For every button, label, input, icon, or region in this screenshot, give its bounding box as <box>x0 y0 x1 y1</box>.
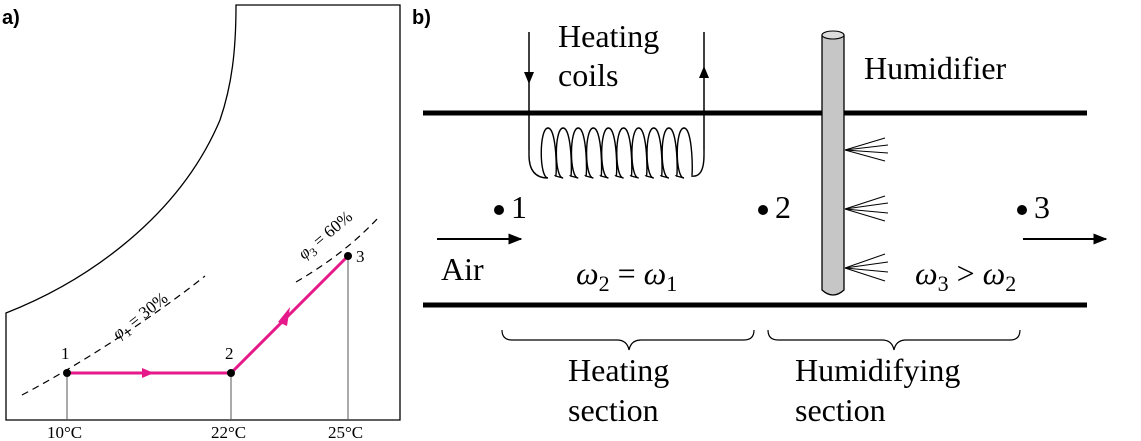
temp-label-10: 10°C <box>47 423 82 441</box>
spray-middle <box>844 195 889 222</box>
omega-op-heating: = <box>610 255 644 291</box>
state-label-1: 1 <box>61 344 70 363</box>
station-label-3: 3 <box>1034 189 1050 225</box>
temp-label-22: 22°C <box>211 423 246 441</box>
coil-outlet-arrow <box>699 66 709 78</box>
station-dot-2 <box>758 205 768 215</box>
state-label-2: 2 <box>225 344 234 363</box>
rh-value-30: = 30% <box>121 288 172 333</box>
state-point-3 <box>344 252 352 260</box>
panel-a: a) 1 2 3 10°C 22°C 25°C φ1 = 30% φ3 = 60… <box>2 4 401 441</box>
humidifying-section-line2: section <box>795 392 886 428</box>
station-dot-1 <box>494 205 504 215</box>
coil-inlet-arrow <box>524 72 534 84</box>
station-label-1: 1 <box>511 189 527 225</box>
rh-label-30: φ1 = 30% <box>109 288 173 345</box>
omega-a-sub-humid: 3 <box>938 271 949 296</box>
omega-relation-heating: ω2 = ω1 <box>576 255 677 296</box>
omega-a-sub-heating: 2 <box>599 271 610 296</box>
station-label-2: 2 <box>775 189 791 225</box>
omega-b-sub-humid: 2 <box>1005 271 1016 296</box>
heating-coil <box>528 127 705 179</box>
heating-section-brace <box>501 329 755 351</box>
omega-a-humid: ω <box>915 255 938 291</box>
coil-loops <box>528 127 705 179</box>
panel-b: b) Heating coils Humidifier 1 <box>412 7 1108 428</box>
omega-b-humid: ω <box>983 255 1006 291</box>
humidifier-pipe-top <box>821 30 845 40</box>
omega-b-sub-heating: 1 <box>666 271 677 296</box>
air-label: Air <box>441 251 484 287</box>
omega-op-humid: > <box>949 255 983 291</box>
humidifying-section-line1: Humidifying <box>795 352 960 388</box>
humidifier-label: Humidifier <box>864 50 1007 86</box>
omega-a-heating: ω <box>576 255 599 291</box>
heating-coils-line1: Heating <box>558 18 659 54</box>
process-arrow-1-2 <box>142 368 154 378</box>
panel-b-letter: b) <box>412 7 431 29</box>
heating-section-line2: section <box>568 392 659 428</box>
state-point-1 <box>63 369 71 377</box>
panel-a-letter: a) <box>2 7 20 29</box>
humidifying-section-brace <box>767 329 1021 351</box>
chart-outline <box>5 4 401 421</box>
heating-coils-line2: coils <box>558 57 618 93</box>
humidifier-pipe <box>821 30 845 296</box>
state-point-2 <box>227 369 235 377</box>
spray-bottom <box>844 253 889 282</box>
spray-top <box>844 137 889 162</box>
station-dot-3 <box>1017 205 1027 215</box>
process-arrow-2-3 <box>278 307 290 326</box>
omega-relation-humidifying: ω3 > ω2 <box>915 255 1016 296</box>
temp-label-25: 25°C <box>328 423 363 441</box>
heating-section-line1: Heating <box>568 352 669 388</box>
process-line-2-3 <box>229 254 350 375</box>
state-label-3: 3 <box>356 247 365 266</box>
omega-b-heating: ω <box>644 255 667 291</box>
